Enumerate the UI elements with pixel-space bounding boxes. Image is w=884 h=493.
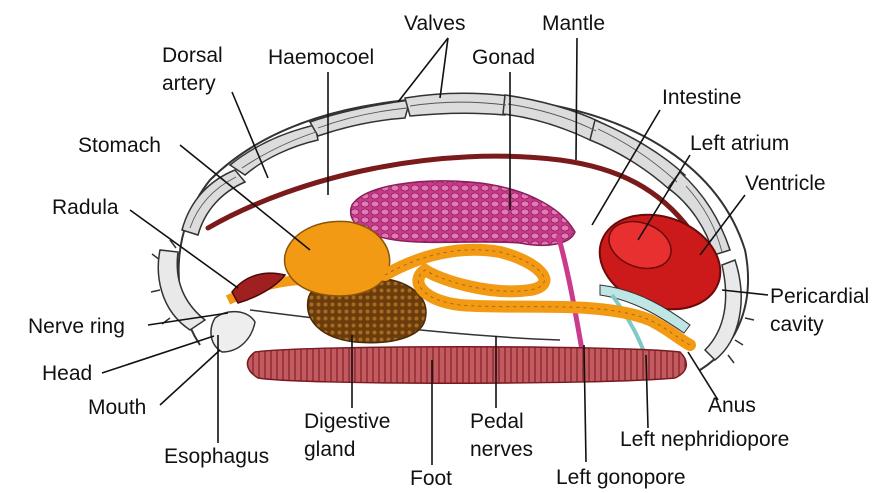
label-mantle: Mantle [542, 12, 605, 35]
label-esophagus: Esophagus [164, 445, 269, 468]
label-mouth: Mouth [88, 396, 146, 419]
label-pedal-nerves-line1: Pedal [470, 410, 524, 433]
label-valves: Valves [404, 12, 465, 35]
label-stomach: Stomach [78, 134, 161, 157]
label-dorsal-artery-line1: Dorsal [162, 44, 223, 67]
label-anus: Anus [708, 394, 756, 417]
label-radula: Radula [52, 196, 119, 219]
label-head: Head [42, 362, 92, 385]
label-ventricle: Ventricle [745, 172, 826, 195]
stomach [285, 221, 390, 296]
label-dorsal-artery-line2: artery [162, 72, 216, 95]
label-pedal-nerves-line2: nerves [470, 438, 533, 461]
label-pericardial-cavity-line2: cavity [770, 313, 824, 336]
label-nerve-ring: Nerve ring [28, 315, 125, 338]
label-left-nephridiopore: Left nephridiopore [620, 428, 789, 451]
label-gonad: Gonad [472, 46, 535, 69]
label-digestive-gland-line1: Digestive [304, 410, 390, 433]
label-left-atrium: Left atrium [690, 132, 789, 155]
label-haemocoel: Haemocoel [268, 46, 374, 69]
foot [247, 347, 686, 384]
label-intestine: Intestine [662, 86, 741, 109]
label-left-gonopore: Left gonopore [556, 466, 686, 489]
label-pericardial-cavity-line1: Pericardial [770, 285, 869, 308]
label-digestive-gland-line2: gland [304, 438, 355, 461]
label-foot: Foot [410, 467, 452, 490]
